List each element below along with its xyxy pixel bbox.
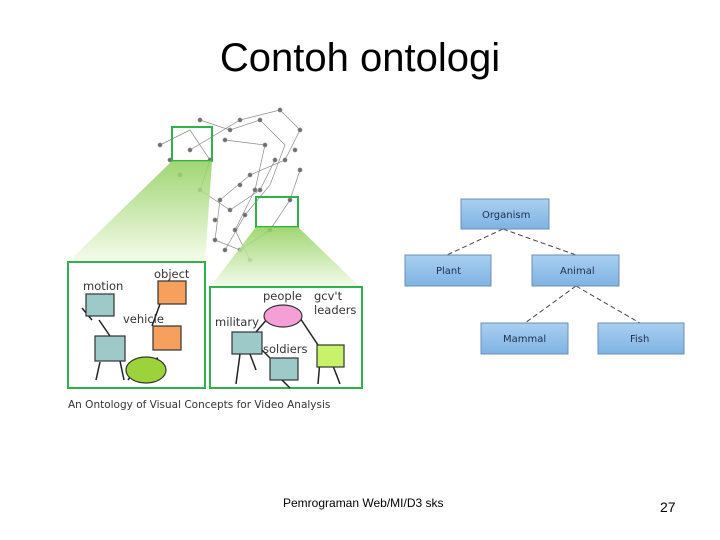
slide-footer: Pemrograman Web/MI/D3 sks	[283, 496, 444, 510]
animal-node	[531, 254, 620, 287]
military-label: military	[215, 315, 259, 329]
left-figure-caption: An Ontology of Visual Concepts for Video…	[68, 399, 330, 411]
fish-node	[597, 322, 685, 355]
people-node	[263, 304, 303, 328]
govt-leaders-node	[316, 344, 345, 368]
vehicle-node	[152, 325, 182, 351]
object-node	[157, 280, 187, 305]
mammal-label: Mammal	[503, 334, 546, 345]
animal-label: Animal	[560, 266, 595, 277]
organism-label: Organism	[482, 210, 530, 221]
military-node	[231, 331, 263, 355]
zoom-funnel-2	[210, 227, 360, 287]
zoom-box-1	[171, 126, 213, 162]
visual-concept-ontology: object motion vehicle people gcv't leade…	[67, 107, 363, 411]
soldiers-label: soldiers	[263, 342, 308, 356]
panel1-ellipse-node	[125, 356, 167, 384]
people-label: people	[263, 289, 302, 303]
object-label: object	[154, 267, 190, 281]
govt-label: gcv't	[314, 289, 343, 303]
zoom-funnel-1	[68, 161, 212, 262]
panel1-square-node	[94, 335, 126, 362]
plant-node	[404, 254, 492, 287]
fish-label: Fish	[630, 334, 649, 345]
taxonomy-edges	[446, 228, 641, 324]
slide-title: Contoh ontologi	[219, 36, 501, 80]
panel2-edges	[235, 317, 341, 389]
organism-taxonomy: Organism Plant Animal Mammal Fish	[404, 198, 685, 355]
soldiers-node	[269, 357, 299, 381]
leaders-label: leaders	[314, 303, 356, 317]
organism-node	[460, 198, 550, 230]
mammal-node	[480, 322, 569, 355]
vehicle-label: vehicle	[123, 312, 164, 326]
motion-node	[85, 293, 115, 317]
page-number: 27	[660, 499, 676, 515]
motion-label: motion	[83, 279, 123, 293]
plant-label: Plant	[436, 266, 461, 277]
